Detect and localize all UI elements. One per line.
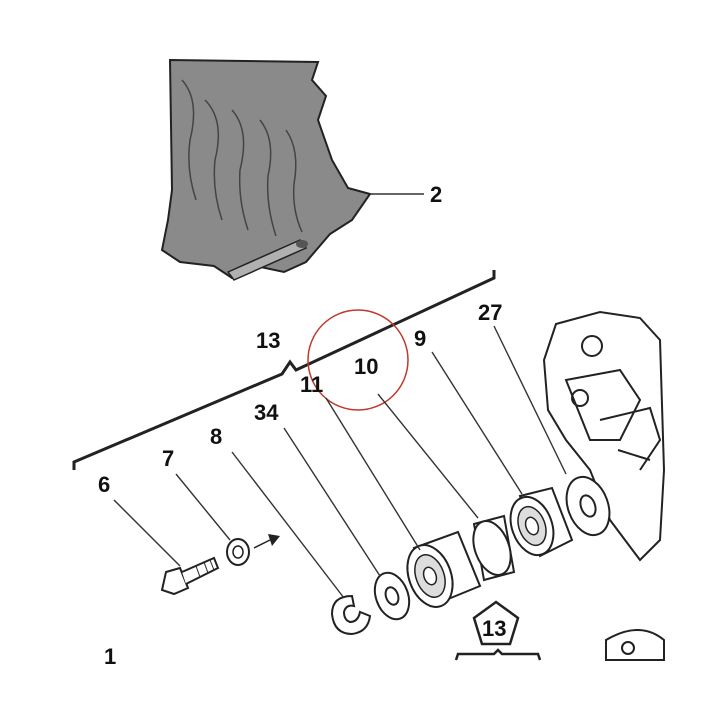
housing-part — [542, 310, 666, 661]
callout-1: 1 — [104, 644, 116, 669]
callout-8: 8 — [210, 424, 222, 449]
kit-13-bracket — [72, 270, 496, 470]
leader-10 — [377, 393, 479, 519]
callout-11: 11 — [300, 372, 323, 397]
pentagon-badge-icon — [472, 600, 520, 646]
part-9-bearing — [509, 486, 574, 558]
part-7-washer — [226, 538, 250, 566]
callout-34: 34 — [254, 400, 279, 425]
leader-27 — [493, 325, 567, 475]
callout-13-badge: 13 — [482, 616, 506, 641]
part-10-spacer — [472, 514, 516, 582]
callout-9: 9 — [414, 326, 426, 351]
highlight-circle — [307, 309, 409, 411]
callout-7: 7 — [162, 446, 174, 471]
part-2-cover — [160, 58, 372, 281]
leader-34 — [283, 427, 381, 577]
callout-10: 10 — [354, 354, 378, 379]
part-11-bearing — [406, 530, 482, 608]
callout-2: 2 — [430, 182, 442, 207]
leader-11 — [325, 397, 421, 551]
part-8-circlip — [330, 594, 372, 636]
leader-9 — [431, 351, 523, 495]
part-27-washer — [565, 475, 611, 537]
leader-6 — [113, 499, 181, 567]
callout-13: 13 — [256, 328, 280, 353]
callout-27: 27 — [478, 300, 502, 325]
part-6-bolt — [160, 556, 220, 596]
part-34-washer — [373, 571, 411, 621]
callout-6: 6 — [98, 472, 110, 497]
leader-8 — [231, 451, 345, 599]
kit-13-lower-bracket — [454, 648, 542, 661]
leader-7 — [175, 473, 231, 541]
arrow-icon — [253, 534, 280, 549]
